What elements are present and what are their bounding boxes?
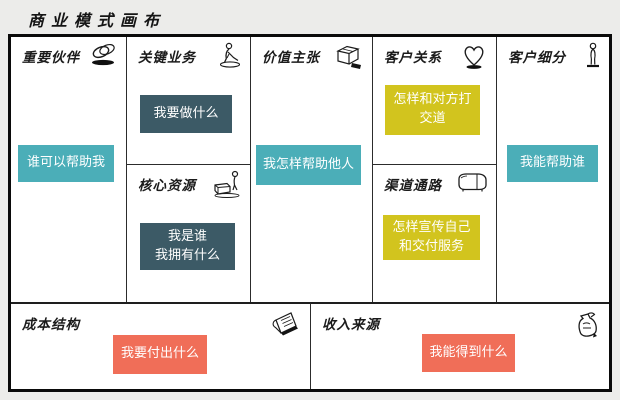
section-title: 客户细分 <box>508 50 566 66</box>
person-with-box-icon <box>211 170 243 199</box>
section-title: 客户关系 <box>384 50 442 66</box>
section-title: 成本结构 <box>22 317 80 333</box>
section-key-partners: 重要伙伴 谁可以帮助我 <box>11 37 127 302</box>
gift-box-icon <box>333 42 365 71</box>
working-person-icon <box>218 42 243 69</box>
paper-notes-icon <box>267 309 303 341</box>
section-title: 重要伙伴 <box>22 50 80 66</box>
section-value-proposition: 价值主张 我怎样帮助他人 <box>251 37 373 302</box>
note-customer-segments: 我能帮助谁 <box>507 145 598 182</box>
note-customer-relationships: 怎样和对方打 交道 <box>385 85 480 135</box>
delivery-truck-icon <box>455 170 489 196</box>
section-key-resources: 核心资源 我是谁 我拥有什么 <box>127 165 251 302</box>
section-channels: 渠道通路 怎样宣传自己 和交付服务 <box>373 165 497 302</box>
section-title: 渠道通路 <box>384 178 442 194</box>
note-value-proposition: 我怎样帮助他人 <box>256 145 361 185</box>
note-key-resources: 我是谁 我拥有什么 <box>140 223 235 270</box>
money-bag-icon <box>570 309 602 343</box>
canvas-grid: 重要伙伴 谁可以帮助我 关键业务 我要做什么 核心资源 <box>8 34 612 392</box>
section-customer-segments: 客户细分 我能帮助谁 <box>497 37 609 302</box>
note-revenue-streams: 我能得到什么 <box>422 334 515 372</box>
section-key-activities: 关键业务 我要做什么 <box>127 37 251 165</box>
section-title: 核心资源 <box>138 178 196 194</box>
note-cost-structure: 我要付出什么 <box>113 335 207 374</box>
section-revenue-streams: 收入来源 我能得到什么 <box>311 302 609 389</box>
note-key-partners: 谁可以帮助我 <box>18 145 114 182</box>
section-title: 关键业务 <box>138 50 196 66</box>
section-title: 收入来源 <box>322 317 380 333</box>
heart-icon <box>459 42 489 71</box>
section-title: 价值主张 <box>262 50 320 66</box>
section-customer-relationships: 客户关系 怎样和对方打 交道 <box>373 37 497 165</box>
standing-person-icon <box>584 42 602 71</box>
section-cost-structure: 成本结构 我要付出什么 <box>11 302 311 389</box>
page-title: 商业模式画布 <box>28 11 167 30</box>
note-key-activities: 我要做什么 <box>140 95 232 133</box>
note-channels: 怎样宣传自己 和交付服务 <box>383 215 480 260</box>
linked-rings-icon <box>87 42 119 67</box>
